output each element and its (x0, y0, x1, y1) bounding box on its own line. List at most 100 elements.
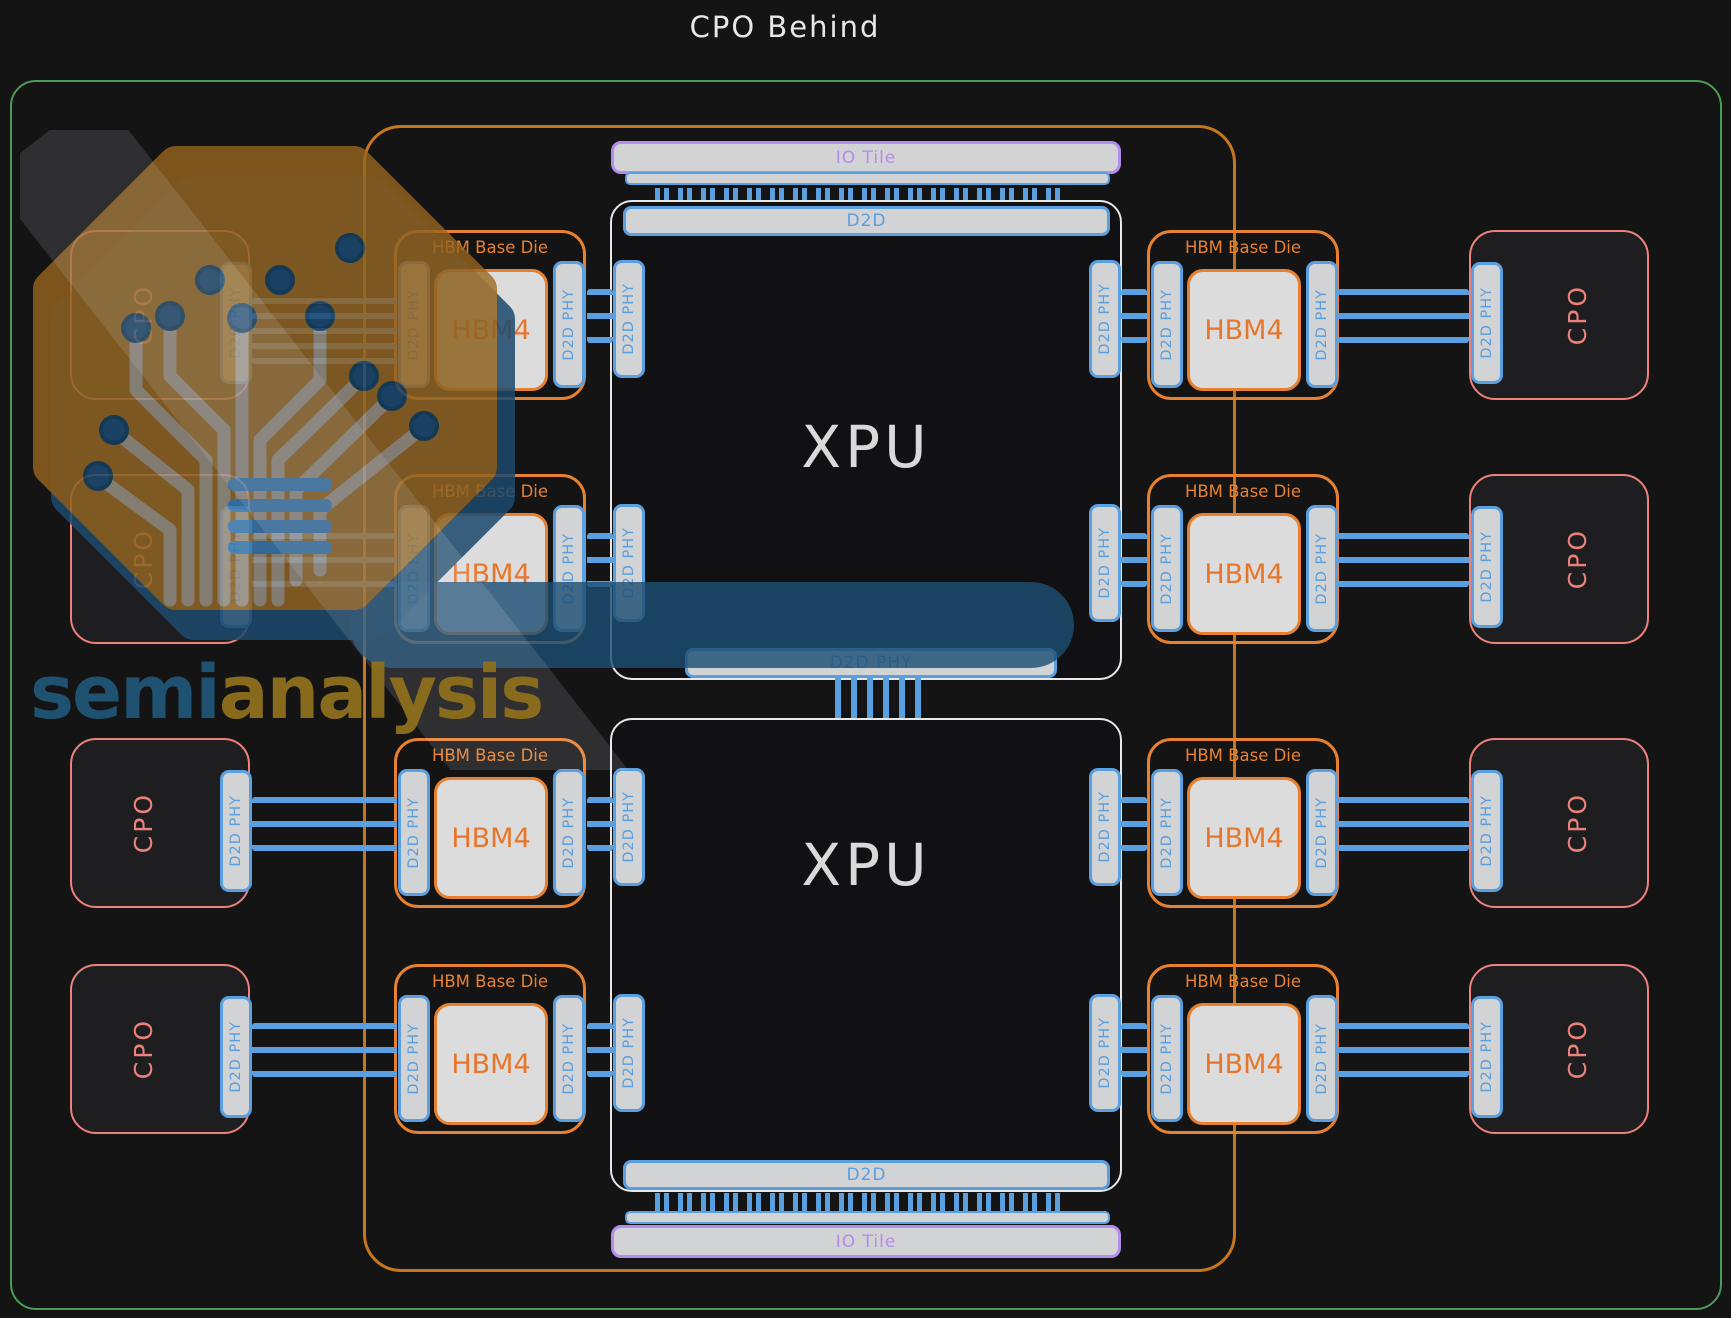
phy-connection-lines (1121, 533, 1147, 587)
cpo-label: CPO (128, 528, 158, 590)
hbm-base-die-label: HBM Base Die (1184, 972, 1302, 991)
hbm4-stack: HBM4 (434, 269, 548, 391)
cpo-module: D2D PHY CPO (1469, 230, 1649, 400)
phy-connection-lines (587, 533, 613, 587)
cpo-label: CPO (1562, 792, 1592, 854)
hbm-base-die-label: HBM Base Die (431, 482, 549, 501)
xpu-bottom-label: XPU (801, 831, 931, 899)
io-tile-top: IO Tile (611, 141, 1121, 174)
cpo-module: CPO D2D PHY (70, 964, 252, 1134)
cpo-label: CPO (128, 284, 158, 346)
phy-connection-lines (252, 797, 397, 851)
d2d-phy-strip: D2D PHY (1471, 262, 1503, 384)
d2d-phy-strip: D2D PHY (613, 504, 645, 622)
outer-board-outline (10, 80, 1722, 1310)
hbm-base-die: HBM Base Die D2D PHY HBM4 D2D PHY (1147, 964, 1339, 1134)
cpo-module: D2D PHY CPO (1469, 474, 1649, 644)
hbm-base-die-label: HBM Base Die (1184, 482, 1302, 501)
phy-connection-lines (252, 533, 397, 587)
d2d-block-bottom: D2D (623, 1160, 1110, 1190)
watermark-text: semianalysis (30, 656, 544, 730)
d2d-block-top: D2D (623, 206, 1110, 236)
hbm-base-die: HBM Base Die D2D PHY HBM4 D2D PHY (1147, 738, 1339, 908)
phy-connection-lines (252, 1023, 397, 1077)
hbm4-stack: HBM4 (1187, 513, 1301, 635)
d2d-phy-strip: D2D PHY (613, 260, 645, 378)
hbm4-stack: HBM4 (1187, 269, 1301, 391)
hbm-base-die-label: HBM Base Die (431, 238, 549, 257)
d2d-phy-strip: D2D PHY (1306, 261, 1338, 388)
hbm-base-die: HBM Base Die D2D PHY HBM4 D2D PHY (394, 738, 586, 908)
hbm-base-die: HBM Base Die D2D PHY HBM4 D2D PHY (1147, 230, 1339, 400)
hbm-base-die-label: HBM Base Die (431, 746, 549, 765)
d2d-phy-strip: D2D PHY (1471, 996, 1503, 1118)
d2d-phy-strip: D2D PHY (1089, 260, 1121, 378)
d2d-phy-strip: D2D PHY (1151, 995, 1183, 1122)
hbm-base-die: HBM Base Die D2D PHY HBM4 D2D PHY (394, 230, 586, 400)
bump-connections-bottom-icon (655, 1193, 1067, 1211)
hbm4-stack: HBM4 (1187, 777, 1301, 899)
d2d-phy-strip: D2D PHY (553, 995, 585, 1122)
d2d-phy-strip: D2D PHY (1089, 994, 1121, 1112)
package-substrate-outline (363, 125, 1236, 1272)
d2d-phy-strip: D2D PHY (220, 506, 252, 628)
d2d-phy-strip: D2D PHY (1089, 768, 1121, 886)
phy-connection-lines (587, 1023, 613, 1077)
hbm4-stack: HBM4 (434, 1003, 548, 1125)
hbm-base-die: HBM Base Die D2D PHY HBM4 D2D PHY (394, 964, 586, 1134)
cpo-label: CPO (128, 1018, 158, 1080)
cpo-label: CPO (1562, 528, 1592, 590)
d2d-phy-strip: D2D PHY (1151, 505, 1183, 632)
cpo-module: CPO D2D PHY (70, 738, 252, 908)
io-tile-label: IO Tile (835, 1231, 897, 1252)
d2d-phy-bar-top-xpu: D2D PHY (685, 648, 1057, 678)
d2d-phy-strip: D2D PHY (398, 995, 430, 1122)
wordmark-analysis: analysis (218, 650, 545, 736)
cpo-module: CPO D2D PHY (70, 230, 252, 400)
d2d-phy-strip: D2D PHY (553, 769, 585, 896)
cpo-label: CPO (128, 792, 158, 854)
io-interface-strip-bottom (625, 1211, 1110, 1224)
io-tile-bottom: IO Tile (611, 1225, 1121, 1258)
xpu-top-label: XPU (801, 413, 931, 481)
cpo-label: CPO (1562, 284, 1592, 346)
phy-connection-lines (1337, 797, 1469, 851)
d2d-phy-strip: D2D PHY (1151, 769, 1183, 896)
cpo-label: CPO (1562, 1018, 1592, 1080)
d2d-phy-strip: D2D PHY (1471, 506, 1503, 628)
io-interface-strip-top (625, 172, 1110, 185)
phy-connection-lines (1121, 797, 1147, 851)
d2d-phy-strip: D2D PHY (1306, 995, 1338, 1122)
d2d-phy-strip: D2D PHY (220, 996, 252, 1118)
hbm-base-die-label: HBM Base Die (1184, 238, 1302, 257)
d2d-phy-strip: D2D PHY (220, 262, 252, 384)
d2d-phy-strip: D2D PHY (613, 768, 645, 886)
cpo-module: CPO D2D PHY (70, 474, 252, 644)
phy-connection-lines (1121, 1023, 1147, 1077)
cpo-module: D2D PHY CPO (1469, 738, 1649, 908)
hbm4-stack: HBM4 (434, 777, 548, 899)
phy-connection-lines (1337, 533, 1469, 587)
page-title: CPO Behind (689, 10, 881, 44)
hbm4-stack: HBM4 (1187, 1003, 1301, 1125)
d2d-phy-strip: D2D PHY (553, 261, 585, 388)
io-tile-label: IO Tile (835, 147, 897, 168)
phy-connection-lines (587, 797, 613, 851)
phy-connection-lines (252, 298, 397, 364)
hbm-base-die: HBM Base Die D2D PHY HBM4 D2D PHY (394, 474, 586, 644)
d2d-phy-strip: D2D PHY (220, 770, 252, 892)
d2d-phy-strip: D2D PHY (1089, 504, 1121, 622)
xpu-die-bottom (610, 718, 1122, 1192)
d2d-phy-strip: D2D PHY (398, 769, 430, 896)
phy-connection-lines (1337, 1023, 1469, 1077)
hbm-base-die-label: HBM Base Die (431, 972, 549, 991)
d2d-phy-strip: D2D PHY (1306, 769, 1338, 896)
d2d-phy-strip: D2D PHY (1471, 770, 1503, 892)
xpu-to-xpu-links-icon (835, 676, 921, 725)
phy-connection-lines (587, 289, 613, 343)
hbm4-stack: HBM4 (434, 513, 548, 635)
d2d-phy-strip: D2D PHY (398, 261, 430, 388)
phy-connection-lines (1121, 289, 1147, 343)
phy-connection-lines (1337, 289, 1469, 343)
